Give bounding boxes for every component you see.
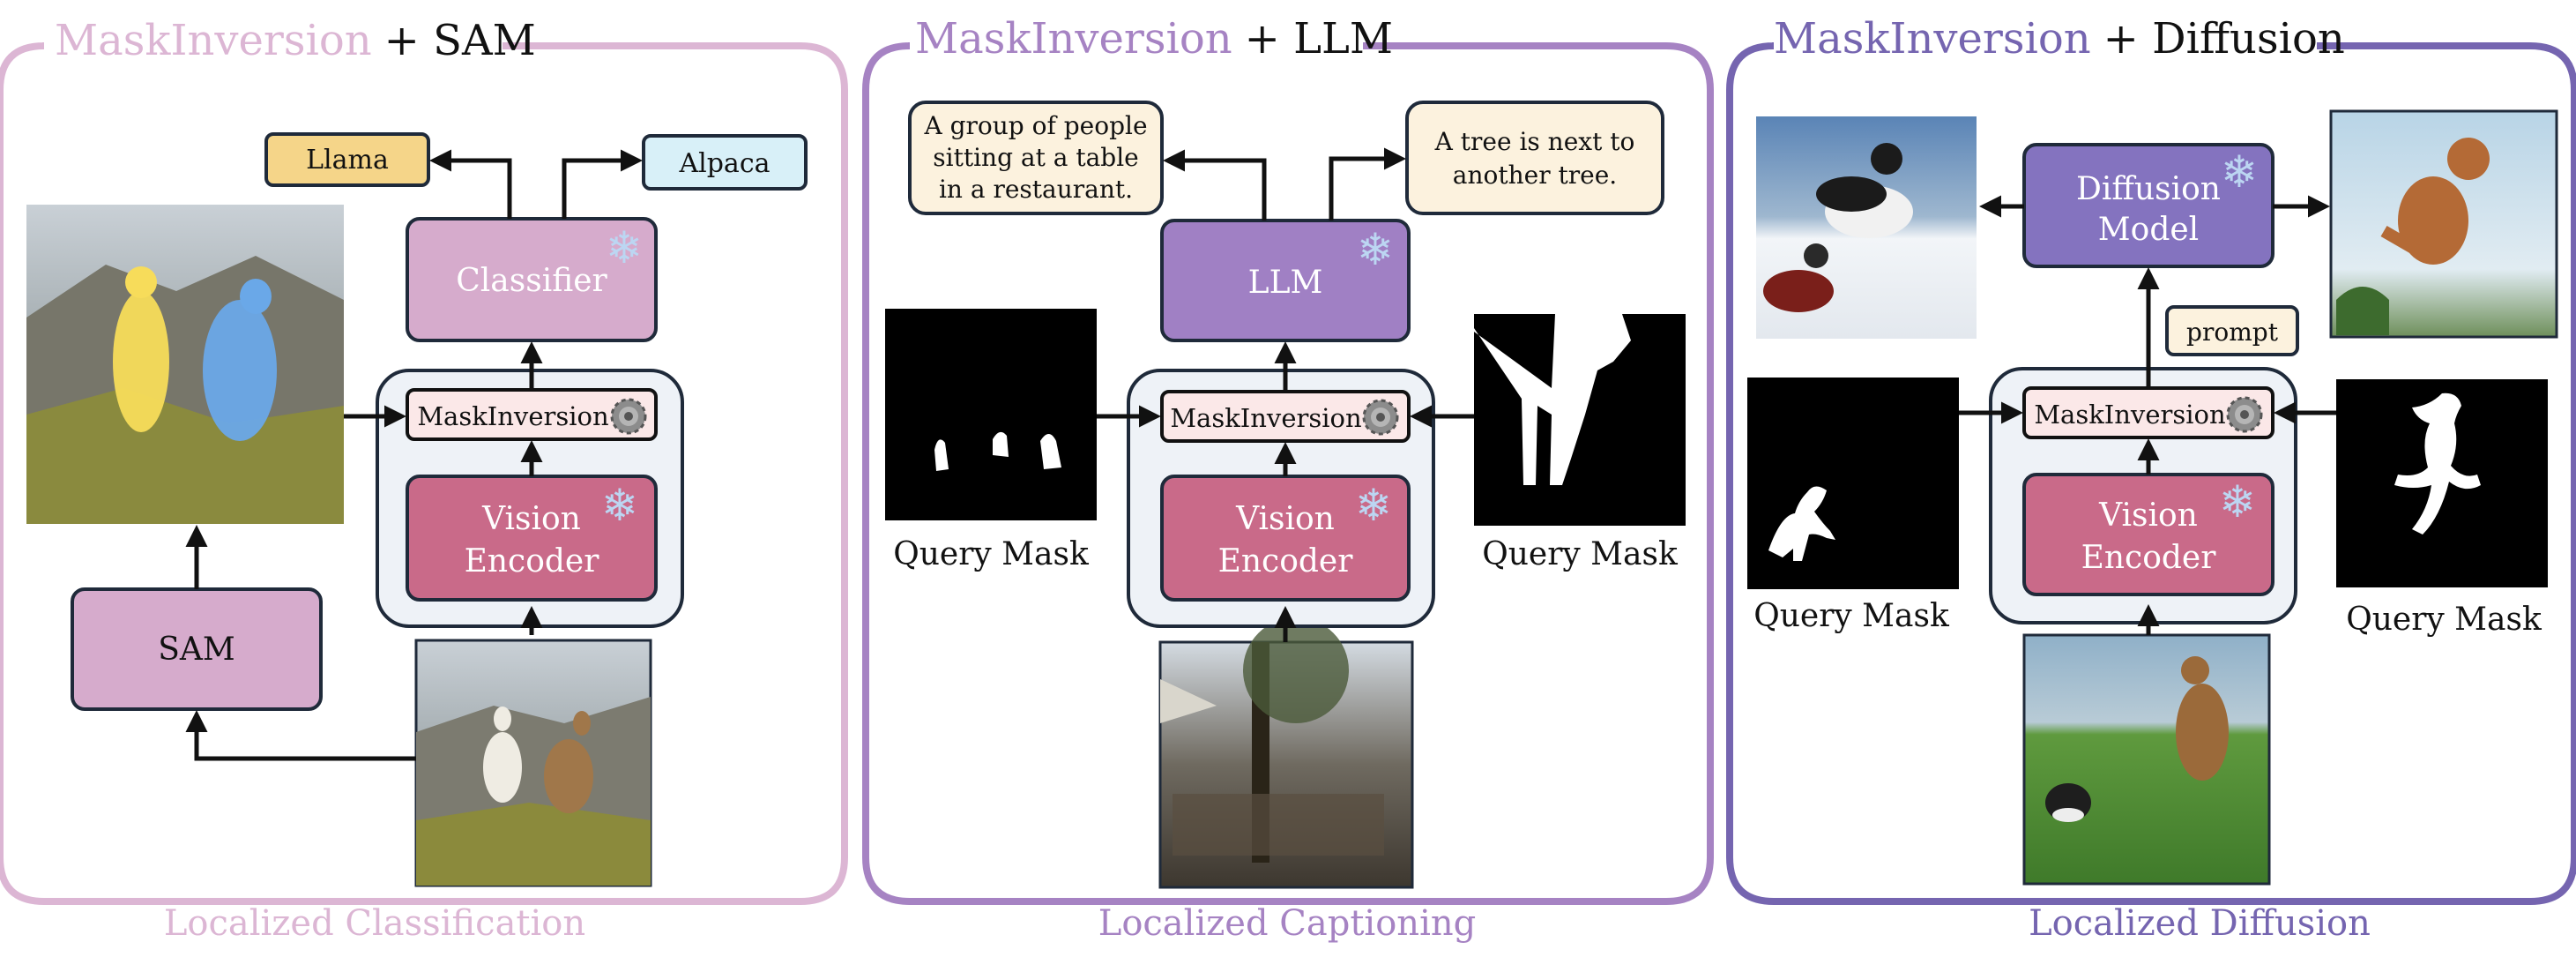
panel-footer: Localized Captioning	[1098, 903, 1476, 944]
vision-label-2: Encoder	[1218, 543, 1354, 579]
arrows	[1097, 147, 1474, 642]
snowflake-icon: ❄	[1355, 480, 1392, 531]
diffusion-label-2: Model	[2098, 212, 2199, 248]
panel-frame	[862, 42, 1714, 905]
gear-icon	[1362, 399, 1399, 436]
svg-text:A tree is next to: A tree is next to	[1434, 127, 1635, 156]
arrows	[1959, 195, 2336, 635]
panel-title: MaskInversion+ SAM	[55, 16, 536, 65]
svg-text:Llama: Llama	[306, 145, 389, 176]
prompt-box: prompt	[2165, 305, 2299, 356]
panel-title: MaskInversion+ Diffusion	[1774, 14, 2345, 64]
llm-label: LLM	[1248, 265, 1323, 301]
gear-icon	[610, 398, 647, 435]
vision-label-1: Vision	[481, 501, 581, 537]
gear-icon	[2226, 396, 2263, 433]
vision-label-2: Encoder	[465, 543, 600, 579]
query-mask-right-label: Query Mask	[2346, 602, 2542, 638]
sam-label: SAM	[158, 632, 235, 668]
generated-dog-jump	[2329, 109, 2558, 339]
mask-inversion-label: MaskInversion	[417, 401, 608, 431]
vision-encoder-block: Vision Encoder ❄	[2022, 473, 2274, 596]
generated-dogs-painting	[1756, 116, 1977, 339]
panel-footer: Localized Classification	[164, 903, 585, 944]
vision-label-1: Vision	[1235, 501, 1335, 537]
svg-text:another tree.: another tree.	[1453, 161, 1617, 190]
snowflake-icon: ❄	[2221, 146, 2258, 198]
sam-block: SAM	[71, 587, 323, 711]
llama-highlighted-photo	[26, 205, 344, 524]
query-mask-left-label: Query Mask	[893, 536, 1090, 572]
caption-right: A tree is next to another tree.	[1405, 101, 1664, 215]
arrows	[185, 149, 643, 761]
mask-inversion-block: MaskInversion	[2022, 386, 2274, 439]
llama-input-photo	[414, 639, 652, 887]
vision-label-1: Vision	[2098, 497, 2198, 534]
diffusion-label-1: Diffusion	[2076, 171, 2221, 207]
snowflake-icon: ❄	[2219, 476, 2256, 527]
classifier-label: Classifier	[456, 263, 607, 299]
panel-frame	[0, 42, 848, 905]
classifier-block: Classifier ❄	[406, 217, 658, 342]
mask-inversion-label: MaskInversion	[1170, 403, 1361, 433]
diffusion-model-block: Diffusion Model ❄	[2022, 143, 2274, 268]
panel-frame	[1726, 42, 2576, 905]
svg-text:in a restaurant.: in a restaurant.	[939, 175, 1133, 204]
svg-text:prompt: prompt	[2186, 318, 2279, 347]
snowflake-icon: ❄	[601, 480, 638, 531]
query-mask-right-label: Query Mask	[1482, 536, 1679, 572]
svg-text:sitting at a table: sitting at a table	[933, 143, 1138, 172]
dogs-photo	[2022, 633, 2271, 886]
query-mask-right-image	[1474, 314, 1686, 526]
vision-encoder-block: Vision Encoder ❄	[1160, 475, 1411, 602]
output-alpaca: Alpaca	[642, 134, 808, 191]
caption-left: A group of people sitting at a table in …	[908, 101, 1164, 215]
panel-footer: Localized Diffusion	[2029, 903, 2371, 944]
query-mask-left-label: Query Mask	[1753, 598, 1950, 634]
panel-title: MaskInversion+ LLM	[915, 14, 1393, 64]
mask-inversion-label: MaskInversion	[2034, 400, 2225, 430]
snowflake-icon: ❄	[1357, 224, 1394, 275]
query-mask-left-image	[885, 309, 1097, 520]
mask-inversion-block: MaskInversion	[406, 388, 658, 441]
llm-block: LLM ❄	[1160, 219, 1411, 342]
panel-sam: MaskInversion+ SAM Localized Classificat…	[0, 16, 848, 944]
panel-llm: MaskInversion+ LLM Localized Captioning …	[862, 14, 1714, 944]
snowflake-icon: ❄	[606, 222, 643, 273]
mask-inversion-block: MaskInversion	[1160, 390, 1411, 443]
street-cafe-photo	[1158, 617, 1414, 889]
panel-diffusion: MaskInversion+ Diffusion Localized Diffu…	[1726, 14, 2576, 944]
svg-text:A group of people: A group of people	[923, 111, 1147, 140]
vision-label-2: Encoder	[2081, 540, 2217, 576]
query-mask-left-image	[1747, 378, 1959, 589]
svg-text:Alpaca: Alpaca	[678, 148, 770, 179]
vision-encoder-block: Vision Encoder ❄	[406, 475, 658, 602]
query-mask-right-image	[2336, 379, 2548, 587]
output-llama: Llama	[264, 132, 430, 187]
